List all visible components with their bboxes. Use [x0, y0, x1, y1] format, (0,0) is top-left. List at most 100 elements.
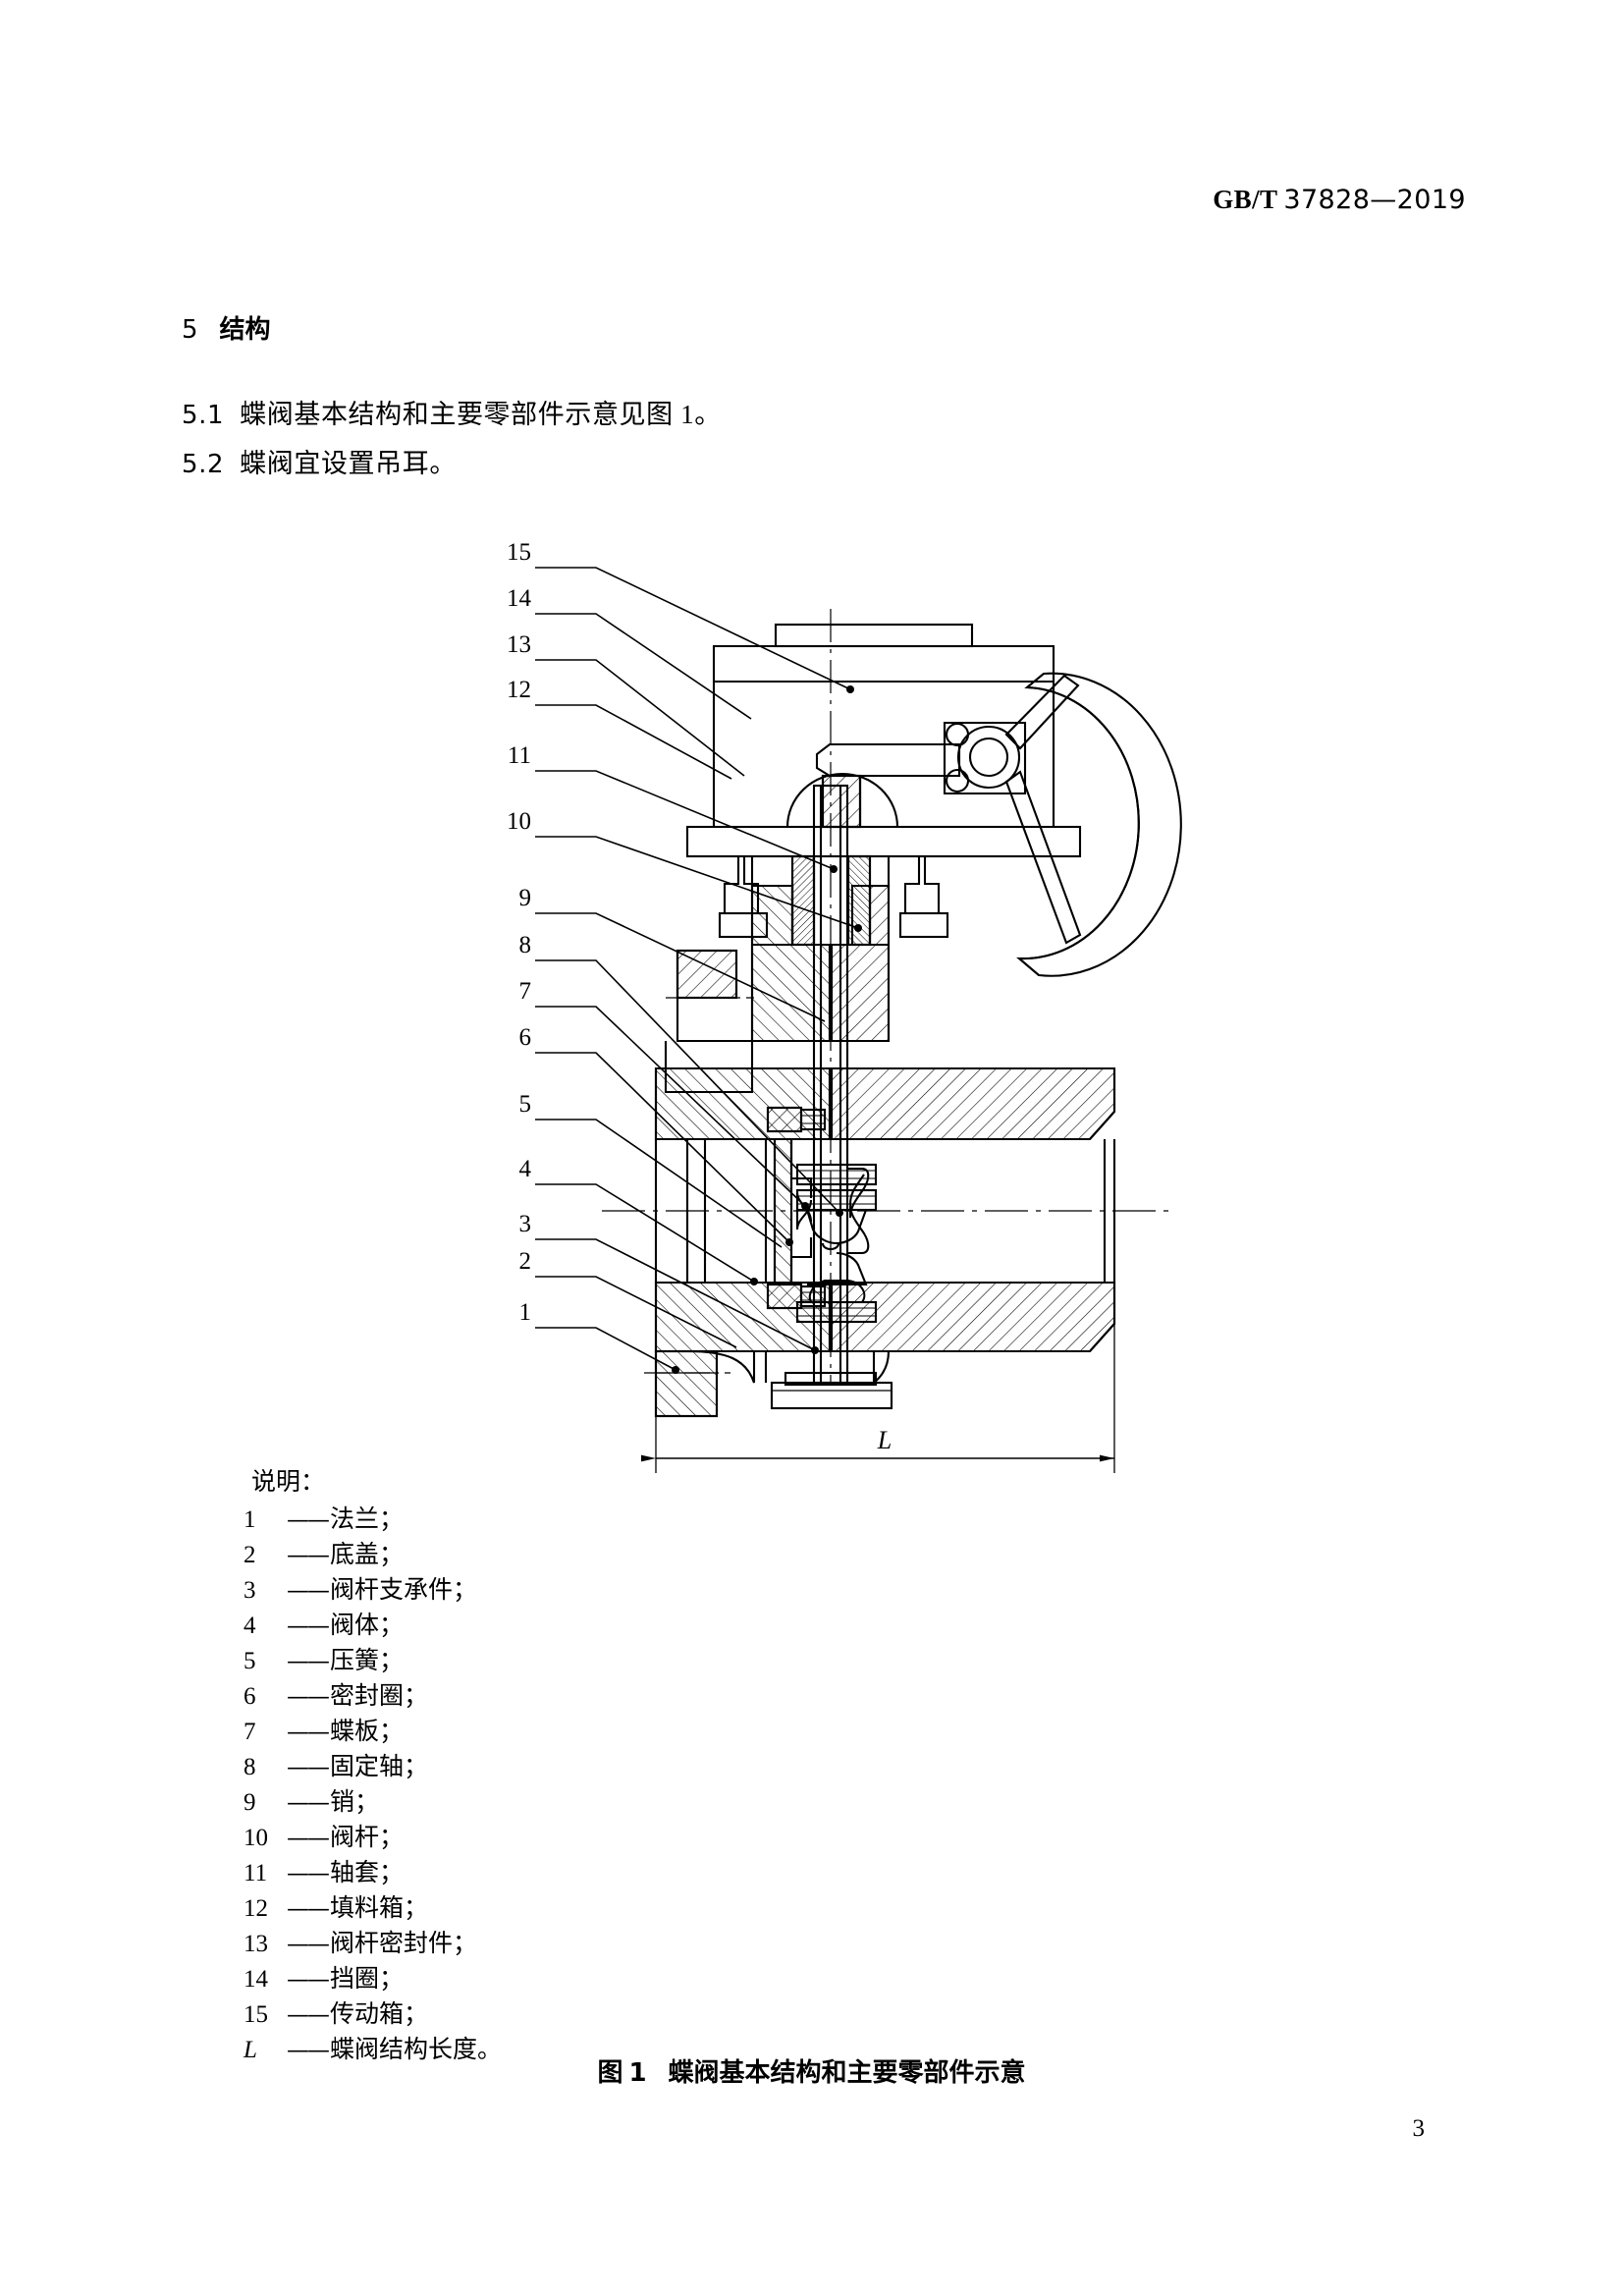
- callout-5: 5: [519, 1091, 532, 1118]
- legend-key: 10: [243, 1825, 268, 1851]
- legend-item: L ——蝶阀结构长度。: [243, 2033, 502, 2068]
- callout-11: 11: [508, 742, 531, 769]
- clause-paragraph-5-2: 5.2 蝶阀宜设置吊耳。: [182, 442, 457, 480]
- legend-item: 13——阀杆密封件；: [243, 1927, 502, 1962]
- legend-text: 蝶阀结构长度。: [330, 2037, 503, 2063]
- callout-1: 1: [519, 1299, 532, 1326]
- legend-text: 轴套；: [330, 1860, 405, 1886]
- legend-dash: ——: [287, 2002, 330, 2028]
- legend-dash: ——: [287, 1861, 330, 1886]
- legend-item: 10 ——阀杆；: [243, 1821, 502, 1856]
- legend-dash: ——: [287, 2038, 330, 2063]
- callout-9: 9: [519, 885, 532, 911]
- flanges: [644, 1349, 730, 1418]
- callout-2: 2: [519, 1248, 532, 1275]
- legend-text: 蝶板；: [330, 1719, 405, 1745]
- callout-10: 10: [507, 808, 531, 835]
- legend-dash: ——: [287, 1826, 330, 1851]
- legend-dash: ——: [287, 1684, 330, 1710]
- dimension-label-L: L: [877, 1426, 892, 1454]
- legend-key: 12: [243, 1895, 268, 1922]
- legend-key: 13: [243, 1931, 268, 1957]
- legend-key: 2: [243, 1542, 256, 1568]
- figure-legend: 说明： 1——法兰； 2——底盖； 3——阀杆支承件； 4——阀体； 5——压簧…: [243, 1465, 502, 2068]
- legend-text: 密封圈；: [330, 1683, 429, 1710]
- legend-item: 7——蝶板；: [243, 1715, 502, 1750]
- callout-15: 15: [507, 539, 531, 566]
- legend-dash: ——: [287, 1790, 330, 1816]
- legend-item: 15——传动箱；: [243, 1997, 502, 2033]
- legend-text: 阀体；: [330, 1613, 405, 1639]
- legend-item: 5 ——压簧；: [243, 1644, 502, 1679]
- clause-paragraph-5-1: 5.1 蝶阀基本结构和主要零部件示意见图 1。: [182, 393, 722, 431]
- callout-numbers: 15 14 13 12 11 10 9 8 7 6 5 4 3 2 1: [507, 539, 532, 1326]
- legend-text: 填料箱；: [330, 1895, 429, 1922]
- valve-assembly-drawing: 15 14 13 12 11 10 9 8 7 6 5 4 3 2 1 L: [507, 539, 1182, 1473]
- legend-dash: ——: [287, 1543, 330, 1568]
- legend-title: 说明：: [251, 1469, 326, 1496]
- clause-title: 结构: [219, 315, 271, 345]
- legend-dash: ——: [287, 1649, 330, 1674]
- clause-paragraph-number: 5.1: [182, 401, 225, 430]
- legend-key: 7: [243, 1719, 256, 1745]
- handwheel: [815, 672, 1182, 977]
- legend-item: 14 ——挡圈；: [243, 1962, 502, 1997]
- lower-bushing-pin: [795, 1251, 878, 1324]
- legend-item: 12 ——填料箱；: [243, 1891, 502, 1927]
- seal-rings: [766, 1106, 827, 1310]
- legend-dash: ——: [287, 1578, 330, 1604]
- valve-neck: [664, 949, 754, 1094]
- valve-body: [654, 1066, 1116, 1353]
- legend-key: 3: [243, 1577, 256, 1604]
- legend-text: 底盖；: [330, 1542, 405, 1568]
- legend-dash: ——: [287, 1967, 330, 1993]
- legend-key: 5: [243, 1648, 256, 1674]
- legend-key: 11: [243, 1860, 268, 1886]
- legend-item: 11 ——轴套；: [243, 1856, 502, 1891]
- legend-item: 3 ——阀杆支承件；: [243, 1573, 502, 1609]
- legend-text: 固定轴；: [330, 1754, 429, 1780]
- legend-dash: ——: [287, 1755, 330, 1780]
- legend-dash: ——: [287, 1507, 330, 1533]
- clause-number: 5: [182, 315, 198, 345]
- legend-key: L: [243, 2037, 257, 2063]
- legend-key: 1: [243, 1506, 256, 1533]
- callout-3: 3: [519, 1211, 532, 1237]
- clause-paragraph-text: 蝶阀基本结构和主要零部件示意见图 1。: [240, 400, 722, 429]
- standard-number: 37828—2019: [1283, 185, 1466, 215]
- dimension-L: [641, 1283, 1115, 1473]
- clause-paragraph-text: 蝶阀宜设置吊耳。: [240, 449, 457, 478]
- legend-dash: ——: [287, 1896, 330, 1922]
- legend-dash: ——: [287, 1613, 330, 1639]
- clause-heading: 5 结构: [182, 309, 271, 346]
- legend-item: 4——阀体；: [243, 1609, 502, 1644]
- stem-support-bottom-cover: [686, 1349, 893, 1410]
- legend-key: 8: [243, 1754, 256, 1780]
- legend-item: 9——销；: [243, 1785, 502, 1821]
- legend-text: 压簧；: [330, 1648, 405, 1674]
- figure-butterfly-valve: 15 14 13 12 11 10 9 8 7 6 5 4 3 2 1 L: [0, 491, 1623, 1483]
- legend-key: 15: [243, 2001, 268, 2028]
- callout-7: 7: [519, 978, 532, 1005]
- legend-text: 挡圈；: [330, 1966, 405, 1993]
- legend-key: 6: [243, 1683, 256, 1710]
- legend-key: 14: [243, 1966, 268, 1993]
- legend-text: 阀杆支承件；: [330, 1577, 478, 1604]
- clause-paragraph-number: 5.2: [182, 450, 225, 479]
- callout-6: 6: [519, 1024, 532, 1051]
- legend-item: 2 ——底盖；: [243, 1538, 502, 1573]
- standard-prefix: GB/T: [1213, 185, 1278, 214]
- callout-14: 14: [507, 585, 532, 612]
- legend-text: 销；: [330, 1789, 380, 1816]
- legend-text: 法兰；: [330, 1506, 405, 1533]
- figure-caption-title: 蝶阀基本结构和主要零部件示意: [668, 2058, 1026, 2088]
- figure-caption-label: 图: [597, 2058, 623, 2088]
- legend-text: 阀杆；: [330, 1825, 405, 1851]
- legend-item: 6 ——密封圈；: [243, 1679, 502, 1715]
- page-number: 3: [1412, 2115, 1426, 2142]
- callout-8: 8: [519, 932, 532, 958]
- callout-4: 4: [519, 1156, 532, 1182]
